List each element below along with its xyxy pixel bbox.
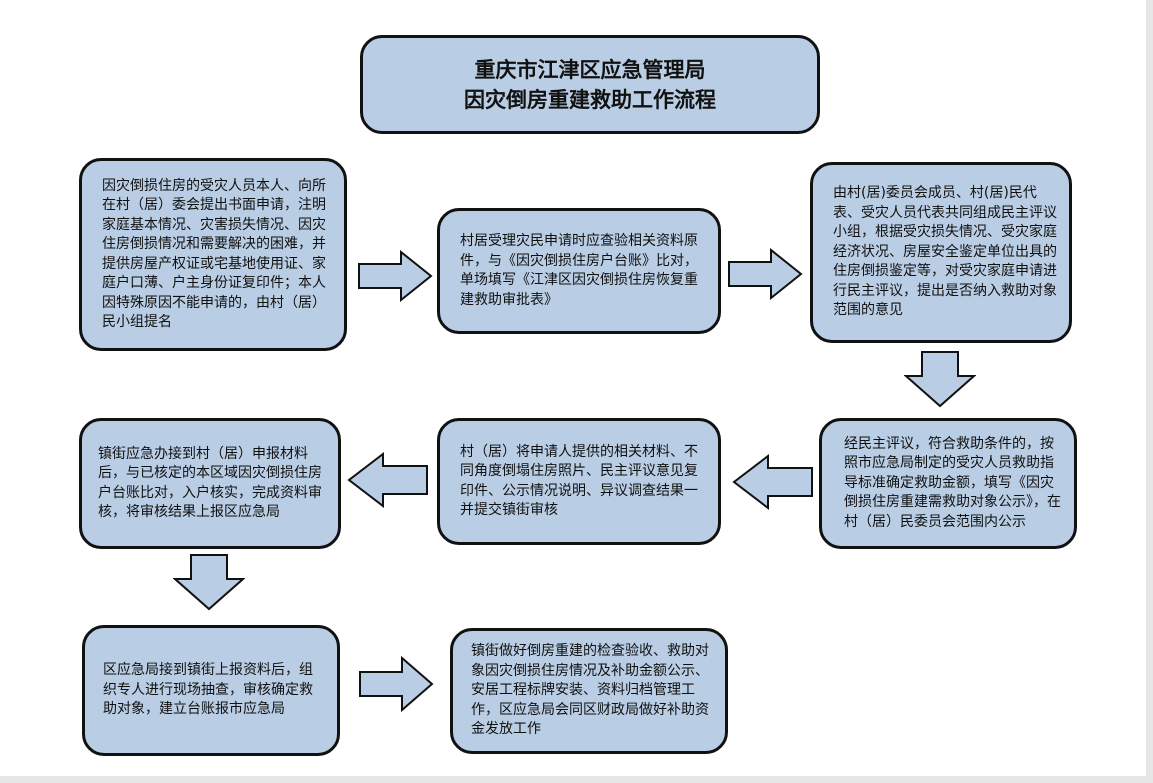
step-3-democratic-review: 由村(居)委员会成员、村(居)民代表、受灾人员代表共同组成民主评议小组，根据受灾…	[810, 162, 1072, 343]
title-line-2: 因灾倒房重建救助工作流程	[464, 87, 716, 112]
step-1-application: 因灾倒损住房的受灾人员本人、向所在村（居）委会提出书面申请，注明家庭基本情况、灾…	[79, 158, 347, 351]
step-5-submit-materials: 村（居）将申请人提供的相关材料、不同角度倒塌住房照片、民主评议意见复印件、公示情…	[437, 418, 721, 545]
page-edge-right	[1146, 0, 1153, 783]
title-line-1: 重庆市江津区应急管理局	[474, 57, 706, 82]
arrow-right-3-icon	[359, 656, 434, 712]
step-8-inspection-funding: 镇街做好倒房重建的检查验收、救助对象因灾倒损住房情况及补助金额公示、安居工程标牌…	[450, 628, 728, 754]
step-6-town-review: 镇街应急办接到村（居）申报材料后，与已核定的本区域因灾倒损住房户台账比对，入户核…	[79, 418, 341, 549]
step-6-text: 镇街应急办接到村（居）申报材料后，与已核定的本区域因灾倒损住房户台账比对，入户核…	[98, 445, 322, 521]
step-8-text: 镇街做好倒房重建的检查验收、救助对象因灾倒损住房情况及补助金额公示、安居工程标牌…	[471, 643, 709, 738]
step-2-text: 村居受理灾民申请时应查验相关资料原件，与《因灾倒损住房户台账》比对，单场填写《江…	[460, 233, 698, 308]
step-3-text: 由村(居)委员会成员、村(居)民代表、受灾人员代表共同组成民主评议小组，根据受灾…	[833, 185, 1057, 319]
step-5-text: 村（居）将申请人提供的相关材料、不同角度倒塌住房照片、民主评议意见复印件、公示情…	[460, 443, 698, 519]
arrow-down-1-icon	[904, 351, 976, 408]
arrow-left-2-icon	[347, 452, 428, 508]
step-1-text: 因灾倒损住房的受灾人员本人、向所在村（居）委会提出书面申请，注明家庭基本情况、灾…	[102, 177, 326, 331]
step-7-text: 区应急局接到镇街上报资料后，组织专人进行现场抽查，审核确定救助对象，建立台账报市…	[103, 662, 313, 718]
step-2-village-review: 村居受理灾民申请时应查验相关资料原件，与《因灾倒损住房户台账》比对，单场填写《江…	[437, 208, 721, 334]
step-7-district-review: 区应急局接到镇街上报资料后，组织专人进行现场抽查，审核确定救助对象，建立台账报市…	[82, 625, 340, 756]
arrow-down-2-icon	[173, 554, 245, 611]
arrow-right-1-icon	[358, 250, 433, 302]
flowchart-title: 重庆市江津区应急管理局 因灾倒房重建救助工作流程	[360, 35, 820, 134]
step-4-publicity: 经民主评议，符合救助条件的，按照市应急局制定的受灾人员救助指导标准确定救助金额，…	[819, 418, 1077, 549]
arrow-right-2-icon	[728, 248, 803, 300]
page-edge-bottom	[0, 776, 1153, 783]
arrow-left-1-icon	[732, 454, 813, 510]
step-4-text: 经民主评议，符合救助条件的，按照市应急局制定的受灾人员救助指导标准确定救助金额，…	[844, 435, 1061, 530]
